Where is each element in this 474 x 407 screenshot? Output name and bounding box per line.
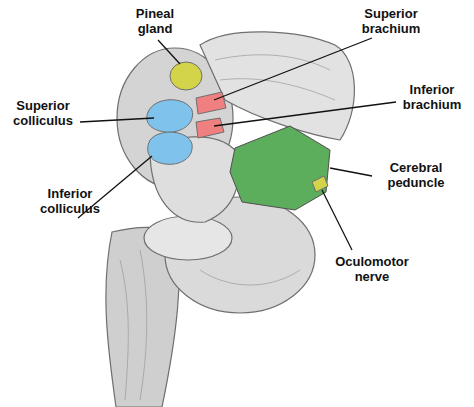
part-label: Superior colliculus [4, 98, 82, 128]
leader-line [158, 40, 180, 64]
pineal-gland [170, 62, 202, 90]
cerebral-peduncle [230, 126, 330, 210]
inferior-brachium [196, 118, 224, 138]
part-label: Superior brachium [345, 6, 437, 36]
part-label: Oculomotor nerve [322, 254, 422, 284]
superior-colliculus [147, 100, 193, 133]
inferior-colliculus [148, 132, 192, 164]
leader-line [214, 38, 372, 100]
superior-brachium [196, 92, 226, 114]
part-label: Inferior brachium [393, 82, 471, 112]
leader-line [322, 190, 352, 250]
part-label: Cerebral peduncle [372, 160, 460, 190]
part-label: Inferior colliculus [28, 186, 112, 216]
leader-line [80, 118, 154, 122]
oculomotor-nerve [312, 176, 328, 192]
thalamus-mass [200, 32, 354, 140]
leader-line [330, 168, 372, 176]
shading [120, 55, 335, 400]
cerebellar-peduncle [144, 216, 232, 260]
part-label: Pineal gland [122, 6, 188, 36]
leader-line [214, 102, 396, 126]
